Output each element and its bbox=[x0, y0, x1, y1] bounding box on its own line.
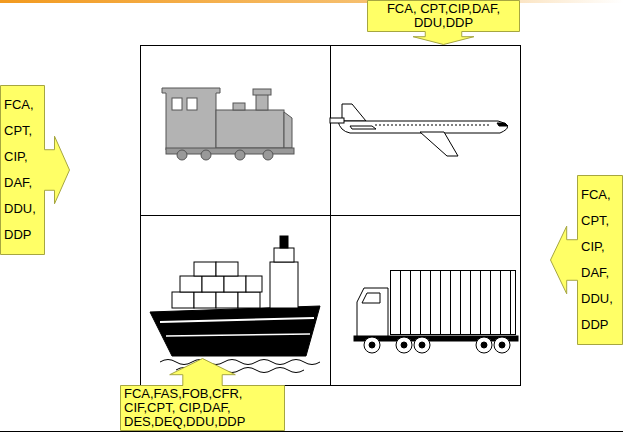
incoterm-list: FCA, CPT,CIP,DAF, DDU,DDP bbox=[371, 2, 516, 30]
train-icon bbox=[162, 88, 294, 160]
callout-arrow: FCA, CPT, CIP, DAF, DDU, DDP bbox=[0, 85, 70, 255]
callout-outline bbox=[121, 359, 285, 431]
top-bar bbox=[0, 0, 623, 3]
incoterm-list: FCA,FAS,FOB,CFR, CIF,CPT, CIP,DAF, DES,D… bbox=[124, 387, 281, 429]
incoterm-list: FCA, CPT, CIP, DAF, DDU, DDP bbox=[4, 92, 41, 248]
transport-grid bbox=[141, 46, 521, 386]
callout-arrow: FCA, CPT,CIP,DAF, DDU,DDP bbox=[367, 0, 520, 45]
callout-outline bbox=[551, 176, 623, 345]
truck-icon bbox=[354, 271, 518, 354]
callout-outline bbox=[368, 1, 520, 45]
ship-icon bbox=[150, 236, 320, 373]
callout-outline bbox=[1, 86, 70, 255]
callout-arrow: FCA, CPT, CIP, DAF, DDU, DDP bbox=[550, 175, 623, 345]
incoterm-list: FCA, CPT, CIP, DAF, DDU, DDP bbox=[581, 182, 619, 338]
callout-arrow: FCA,FAS,FOB,CFR, CIF,CPT, CIP,DAF, DES,D… bbox=[120, 358, 285, 431]
airplane-icon bbox=[330, 104, 508, 156]
bottom-rule bbox=[0, 431, 623, 432]
